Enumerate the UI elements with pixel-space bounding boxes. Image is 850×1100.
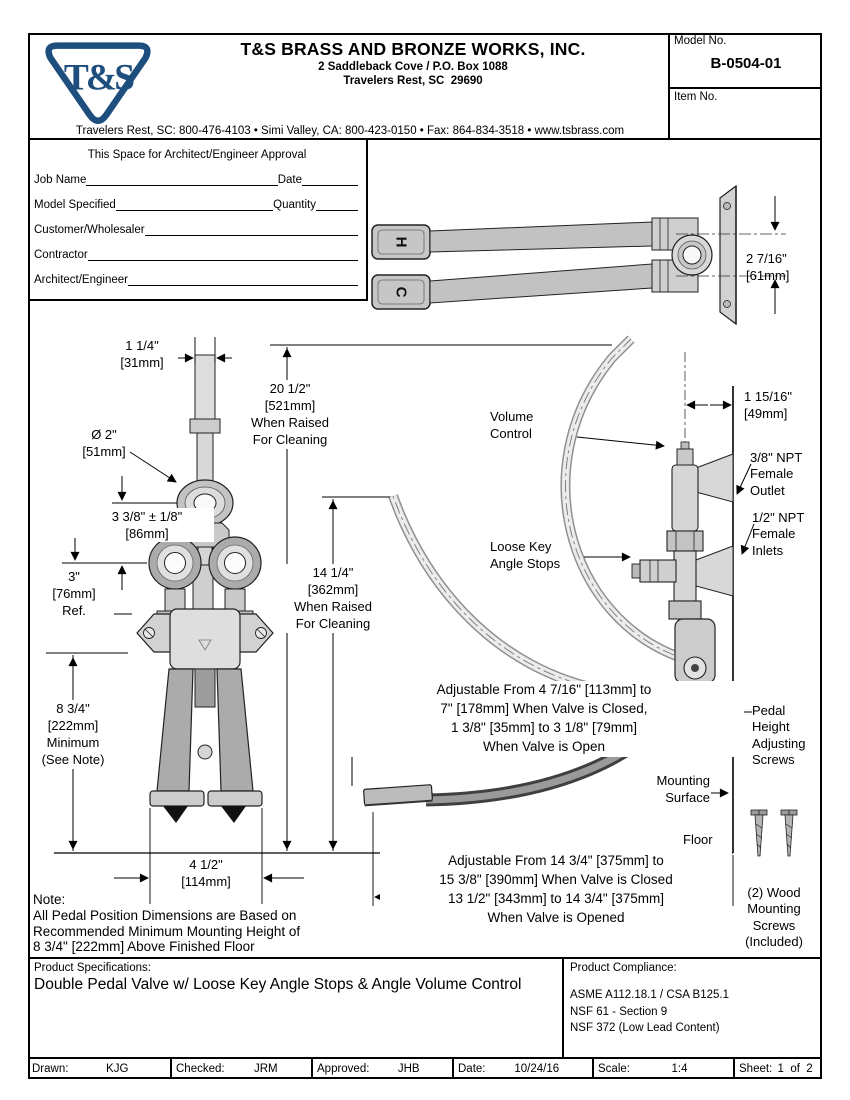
model-no-cell: Model No. B-0504-01 — [670, 33, 822, 89]
angle-stops-label: Loose Key Angle Stops — [490, 539, 561, 572]
sheet-value: 1 of 2 — [777, 1063, 813, 1075]
mounting-surface-label: Mounting Surface — [656, 773, 710, 806]
drawn-cell: Drawn: KJG — [28, 1059, 170, 1079]
company-block: T&S BRASS AND BRONZE WORKS, INC. 2 Saddl… — [158, 39, 668, 89]
architect-label: Architect/Engineer — [34, 274, 128, 286]
scale-cell: Scale: 1:4 — [592, 1059, 733, 1079]
dim-raised-low-label: 14 1/4" [362mm] When Raised For Cleaning — [278, 564, 388, 633]
dim-pedal-width-label: 4 1/2" [114mm] — [158, 856, 254, 891]
company-address-line2: Travelers Rest, SC 29690 — [343, 75, 483, 88]
front-view-valve — [136, 344, 612, 823]
dim-handle-width-label: 1 1/4" [31mm] — [120, 338, 164, 371]
scale-value: 1:4 — [671, 1063, 688, 1075]
dim-stop-offset-label: 3 3/8" ± 1/8" [86mm] — [80, 508, 214, 543]
approval-row-model: Model Specified Quantity — [34, 197, 358, 211]
dim-outlet-offset-label: 1 15/16" [49mm] — [744, 389, 792, 422]
product-specifications-cell: Product Specifications: Double Pedal Val… — [28, 959, 562, 1059]
model-no-value: B-0504-01 — [710, 55, 782, 72]
ts-brass-logo: T&S — [45, 42, 151, 125]
contractor-field[interactable] — [87, 247, 358, 261]
approval-row-job: Job Name Date — [34, 172, 358, 186]
technical-drawing-area: H C — [28, 140, 822, 958]
approval-title: This Space for Architect/Engineer Approv… — [87, 149, 307, 161]
date-label: Date: — [458, 1063, 486, 1075]
top-view-pedals: H C — [371, 184, 786, 326]
contact-line: Travelers Rest, SC: 800-476-4103 • Simi … — [75, 125, 625, 137]
technical-drawing: H C — [46, 184, 798, 906]
wood-screws-drawing — [750, 809, 798, 857]
model-item-block: Model No. B-0504-01 Item No. — [668, 33, 822, 140]
item-no-label: Item No. — [674, 91, 718, 103]
header-divider — [28, 138, 822, 140]
checked-label: Checked: — [176, 1063, 225, 1075]
pedal-adjust-range-label: Adjustable From 4 7/16" [113mm] to 7" [1… — [344, 681, 744, 757]
dim-min-height-label: 8 3/4" [222mm] Minimum (See Note) — [30, 700, 116, 769]
dim-knob-dia-label: Ø 2" [51mm] — [82, 427, 126, 460]
product-specifications-label: Product Specifications: — [34, 962, 151, 974]
dimension-lines — [46, 337, 755, 906]
drawn-label: Drawn: — [32, 1063, 69, 1075]
company-name: T&S BRASS AND BRONZE WORKS, INC. — [240, 39, 586, 59]
hot-pedal-letter: H — [393, 237, 410, 248]
cold-pedal-letter: C — [393, 287, 410, 298]
dim-ref-label: 3" [76mm] Ref. — [34, 568, 114, 620]
wood-screws-label: (2) Wood Mounting Screws (Included) — [745, 885, 803, 949]
note-text: Note: All Pedal Position Dimensions are … — [33, 892, 301, 955]
date-value: 10/24/16 — [514, 1063, 560, 1075]
approval-row-architect: Architect/Engineer — [34, 272, 358, 286]
model-no-label: Model No. — [674, 35, 727, 47]
date-field[interactable] — [302, 172, 358, 186]
product-compliance-cell: Product Compliance: ASME A112.18.1 / CSA… — [562, 959, 822, 1059]
sheet-label: Sheet: — [739, 1063, 773, 1075]
product-info-row: Product Specifications: Double Pedal Val… — [28, 957, 822, 1059]
raised-pedal-phantom-low — [388, 494, 692, 699]
sheet-cell: Sheet: 1 of 2 — [733, 1059, 822, 1079]
quantity-label: Quantity — [273, 199, 316, 211]
title-block: Drawn: KJG Checked: JRM Approved: JHB Da… — [28, 1057, 822, 1079]
checked-value: JRM — [253, 1063, 278, 1075]
company-address-line1: 2 Saddleback Cove / P.O. Box 1088 — [318, 61, 508, 73]
checked-cell: Checked: JRM — [170, 1059, 311, 1079]
architect-field[interactable] — [127, 272, 358, 286]
job-name-label: Job Name — [34, 174, 87, 186]
model-specified-label: Model Specified — [34, 199, 116, 211]
approval-box: This Space for Architect/Engineer Approv… — [28, 140, 368, 301]
approval-row-customer: Customer/Wholesaler — [34, 222, 358, 236]
compliance-standard: NSF 372 (Low Lead Content) — [570, 1022, 720, 1035]
item-no-cell: Item No. — [670, 89, 822, 105]
approved-value: JHB — [397, 1063, 420, 1075]
model-specified-field[interactable] — [115, 197, 274, 211]
header: T&S T&S BRASS AND BRONZE WORKS, INC. 2 S… — [28, 33, 822, 140]
compliance-standard: ASME A112.18.1 / CSA B125.1 — [570, 989, 729, 1001]
date-cell: Date: 10/24/16 — [452, 1059, 592, 1079]
floor-label: Floor — [683, 832, 713, 847]
customer-field[interactable] — [144, 222, 358, 236]
job-name-field[interactable] — [86, 172, 278, 186]
quantity-field[interactable] — [316, 197, 358, 211]
customer-label: Customer/Wholesaler — [34, 224, 145, 236]
approval-row-contractor: Contractor — [34, 247, 358, 261]
product-compliance-label: Product Compliance: — [570, 962, 677, 974]
raised-pedal-phantom-high — [560, 335, 698, 667]
date-label: Date — [277, 174, 302, 186]
product-description: Double Pedal Valve w/ Loose Key Angle St… — [34, 976, 522, 993]
dim-raised-high-label: 20 1/2" [521mm] When Raised For Cleaning — [234, 380, 346, 449]
approved-label: Approved: — [317, 1063, 370, 1075]
inlets-label: 1/2" NPT Female Inlets — [752, 510, 805, 558]
logo-text: T&S — [64, 58, 134, 99]
compliance-standard: NSF 61 - Section 9 — [570, 1005, 668, 1018]
dim-pedal-spacing-label: 2 7/16" [61mm] — [746, 251, 790, 284]
drawn-value: KJG — [106, 1063, 129, 1075]
outlet-label: 3/8" NPT Female Outlet — [750, 450, 803, 498]
contractor-label: Contractor — [34, 249, 88, 261]
approved-cell: Approved: JHB — [311, 1059, 452, 1079]
pedal-screws-label: Pedal Height Adjusting Screws — [752, 703, 806, 767]
length-adjust-range-label: Adjustable From 14 3/4" [375mm] to 15 3/… — [380, 852, 732, 928]
scale-label: Scale: — [598, 1063, 630, 1075]
volume-control-label: Volume Control — [490, 409, 534, 442]
